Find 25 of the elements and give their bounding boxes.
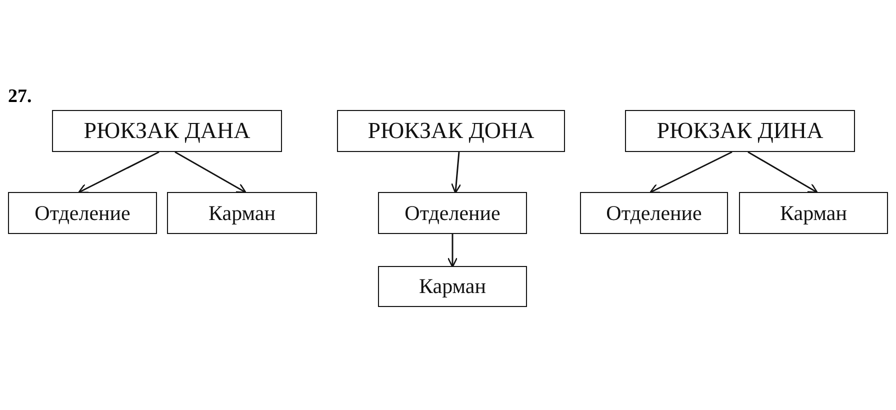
arrow xyxy=(78,151,160,194)
concept-box xyxy=(52,110,282,152)
box-label: РЮКЗАК ДОНА xyxy=(368,118,534,144)
arrow xyxy=(748,151,818,194)
concept-box xyxy=(378,266,527,307)
box-label: Отделение xyxy=(606,200,702,226)
concept-box xyxy=(378,192,527,234)
arrow xyxy=(447,234,458,268)
box-label: Отделение xyxy=(34,200,130,226)
box-label: Карман xyxy=(419,274,486,299)
box-label: Отделение xyxy=(404,200,500,226)
box-label: Карман xyxy=(780,200,847,226)
box-label: РЮКЗАК ДИНА xyxy=(656,118,824,144)
concept-box xyxy=(625,110,855,152)
concept-box xyxy=(580,192,728,234)
box-label: Карман xyxy=(208,200,276,226)
task-number: 27. xyxy=(8,86,32,108)
arrow xyxy=(174,151,246,194)
concept-box xyxy=(8,192,157,234)
box-label: РЮКЗАК ДАНА xyxy=(84,118,250,144)
arrow xyxy=(650,151,732,194)
concept-box xyxy=(167,192,317,234)
arrow xyxy=(451,152,462,194)
concept-box xyxy=(739,192,888,234)
concept-box xyxy=(337,110,565,152)
